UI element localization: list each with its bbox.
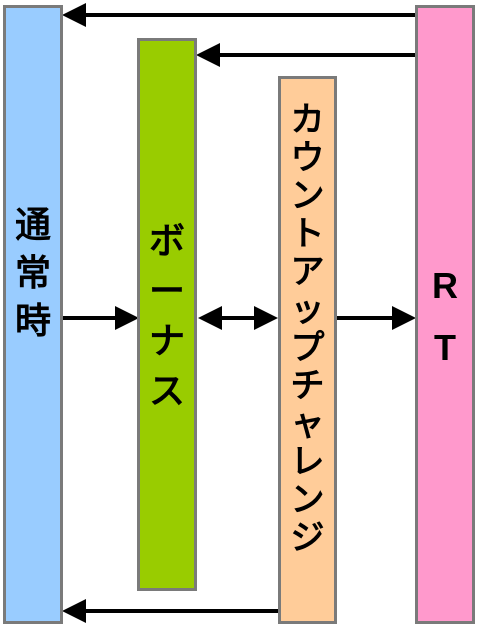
node-normal: 通常時 xyxy=(3,5,63,624)
label-char: 通 xyxy=(14,205,51,246)
label-char: 常 xyxy=(14,253,51,294)
label-char: プ xyxy=(290,328,325,368)
label-char: ッ xyxy=(290,290,325,330)
node-countup-challenge: カウントアップチャレンジ xyxy=(278,76,337,624)
label-char: R xyxy=(432,265,458,306)
label-char: ー xyxy=(148,271,185,312)
label-char: チ xyxy=(290,366,325,406)
label-char: ン xyxy=(290,480,325,520)
label-char: ス xyxy=(148,371,185,412)
label-char: ナ xyxy=(148,321,185,362)
label-char: ウ xyxy=(290,138,325,178)
label-char: ン xyxy=(290,176,325,216)
node-bonus-label: ボーナス xyxy=(140,224,194,410)
label-char: ジ xyxy=(290,518,325,558)
label-char: レ xyxy=(290,442,325,482)
node-normal-label: 通常時 xyxy=(6,208,60,340)
label-char: T xyxy=(434,327,456,368)
label-char: ト xyxy=(290,214,325,254)
label-char: ャ xyxy=(290,404,325,444)
label-char: 時 xyxy=(14,301,51,342)
label-char: ア xyxy=(290,252,325,292)
label-char: ボ xyxy=(148,221,185,262)
node-bonus: ボーナス xyxy=(137,38,197,591)
label-char: カ xyxy=(290,100,325,140)
node-countup-challenge-label: カウントアップチャレンジ xyxy=(281,103,334,555)
